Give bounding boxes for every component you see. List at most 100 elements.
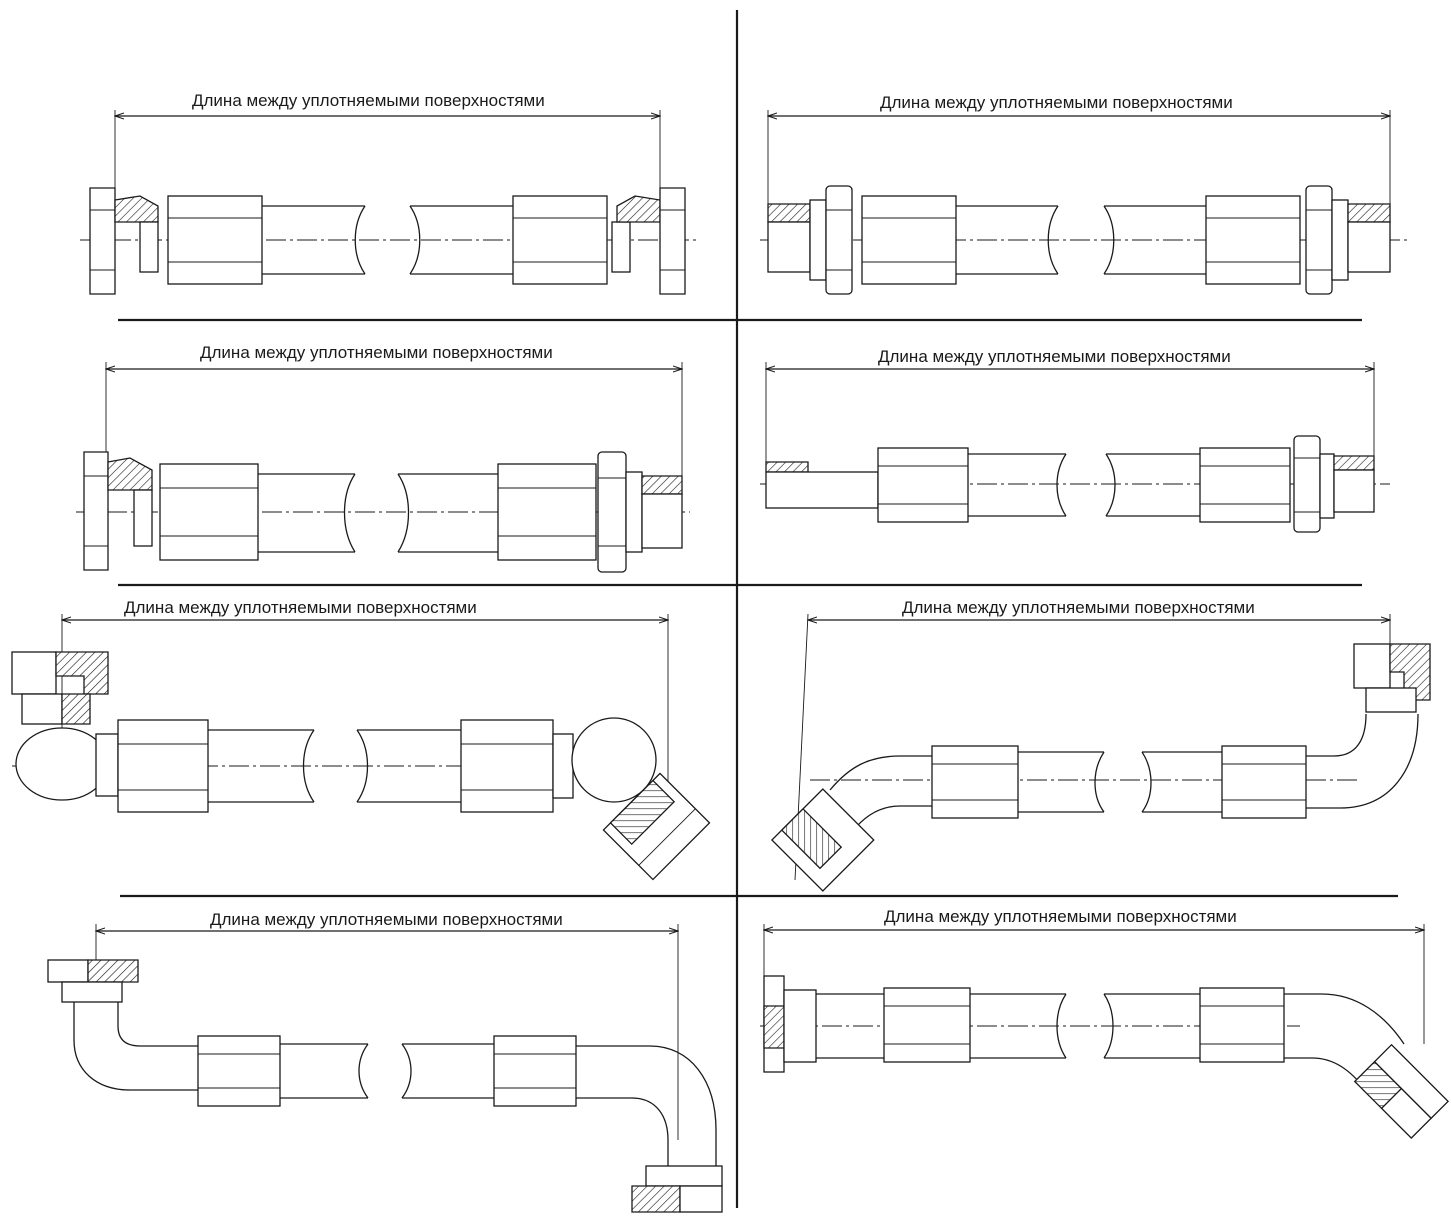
flange-section-left-8 — [763, 1005, 785, 1049]
ferrule-right-8 — [1199, 987, 1285, 1063]
male-thread-section-right-3 — [641, 475, 683, 495]
nipple-hex-right — [611, 221, 631, 273]
flange-left-7 — [47, 959, 89, 983]
flange-neck-left-7 — [61, 981, 123, 1003]
ferrule-right-4 — [1199, 447, 1291, 523]
banjo-nut-section-5 — [55, 651, 109, 695]
hex-nut-right-3 — [597, 451, 627, 573]
swivel-90-nut-6 — [1353, 643, 1391, 689]
ferrule-right — [512, 195, 608, 285]
hose-break-right-1 — [409, 205, 421, 275]
swivel-nut-left — [89, 187, 116, 295]
hose-left-2 — [956, 205, 1058, 275]
nipple-hex-left-3 — [133, 489, 153, 547]
hose-left-5 — [208, 729, 314, 803]
hose-right-5 — [357, 729, 461, 803]
collar-left — [809, 199, 827, 281]
collar-right-3 — [625, 471, 643, 553]
tube-left-8 — [816, 993, 884, 1059]
banjo-eye-5 — [15, 727, 109, 801]
dimension-label-3: Длина между уплотняемыми поверхностями — [200, 343, 553, 362]
hose-break-left-1 — [354, 205, 366, 275]
hose-right-6 — [1142, 751, 1222, 813]
hose-right-1 — [410, 205, 513, 275]
ferrule-right-5 — [460, 719, 554, 813]
dimension-label-8: Длина между уплотняемыми поверхностями — [884, 907, 1237, 926]
hose-right-7 — [402, 1043, 494, 1099]
dimension-label-5: Длина между уплотняемыми поверхностями — [124, 598, 477, 617]
hose-right-2 — [1104, 205, 1206, 275]
ferrule-left-3 — [159, 463, 259, 561]
hose-right-3 — [398, 473, 498, 553]
hose-right-8 — [1104, 993, 1200, 1059]
ferrule-right-6 — [1221, 745, 1307, 819]
flange-neck-left-8 — [783, 989, 817, 1063]
panel-5-banjo-and-45-swivel: Длина между уплотняемыми поверхностями — [11, 598, 711, 881]
panel-1-straight-swivel-both-ends: Длина между уплотняемыми поверхностями — [80, 91, 700, 295]
hex-nut-right — [1305, 185, 1333, 295]
ferrule-left-4 — [877, 447, 969, 523]
dimension-label-7: Длина между уплотняемыми поверхностями — [210, 910, 563, 929]
dimension-label-1: Длина между уплотняемыми поверхностями — [192, 91, 545, 110]
bent-tube-left-7 — [73, 1002, 198, 1091]
panel-2-straight-male-both-ends: Длина между уплотняемыми поверхностями — [760, 93, 1410, 295]
ferrule-left-6 — [931, 745, 1019, 819]
flange-section-right-7 — [631, 1185, 681, 1213]
flange-neck-right-7 — [645, 1165, 723, 1187]
panel-7-90-flange-both-ends: Длина между уплотняемыми поверхностями — [47, 910, 723, 1213]
dimension-label-2: Длина между уплотняемыми поверхностями — [880, 93, 1233, 112]
ferrule-right-2 — [1205, 195, 1301, 285]
dimension-label-4: Длина между уплотняемыми поверхностями — [878, 347, 1231, 366]
tube-end-left-4 — [765, 471, 879, 509]
male-thread-right-3 — [641, 493, 683, 549]
swivel-90-collar-6 — [1365, 687, 1417, 713]
nipple-section-left-3 — [107, 457, 153, 491]
male-thread-section-right — [1347, 203, 1391, 223]
ferrule-left-7 — [197, 1035, 281, 1107]
nipple-hex-left — [139, 221, 159, 273]
ferrule-right-7 — [493, 1035, 577, 1107]
hose-left-7 — [280, 1043, 368, 1099]
ferrule-right-3 — [497, 463, 597, 561]
ferrule-left-8 — [883, 987, 971, 1063]
male-thread-left — [767, 221, 811, 273]
swivel-45-section-5 — [609, 779, 676, 846]
neck-right-5 — [552, 733, 574, 799]
hose-right-4 — [1106, 453, 1200, 517]
collar-right — [1331, 199, 1349, 281]
ferrule-left — [167, 195, 263, 285]
swivel-45-section-left-6 — [780, 807, 843, 870]
bent-tube-right-7 — [576, 1045, 717, 1166]
ferrule-left-5 — [117, 719, 209, 813]
flange-45-right-8 — [1380, 1087, 1433, 1140]
panel-3-swivel-and-male: Длина между уплотняемыми поверхностями — [76, 343, 690, 573]
collar-right-4 — [1319, 453, 1335, 519]
male-thread-right-4 — [1333, 469, 1375, 513]
male-thread-section-left — [767, 203, 811, 223]
nipple-section-left — [114, 195, 159, 223]
dimension-label-6: Длина между уплотняемыми поверхностями — [902, 598, 1255, 617]
nipple-section-right — [616, 195, 661, 223]
tube-section-left-4 — [765, 461, 809, 473]
swivel-nut-right — [659, 187, 686, 295]
panel-8-flange-and-45: Длина между уплотняемыми поверхностями — [760, 907, 1450, 1140]
male-thread-section-right-4 — [1333, 455, 1375, 471]
panel-4-tube-and-male: Длина между уплотняемыми поверхностями — [760, 347, 1390, 533]
panel-separators — [118, 10, 1398, 1208]
hose-left-1 — [262, 205, 365, 275]
banjo-nut-left-5 — [11, 651, 57, 695]
hose-left-6 — [1018, 751, 1104, 813]
hose-left-4 — [968, 453, 1066, 517]
hex-nut-left — [825, 185, 853, 295]
male-thread-right — [1347, 221, 1391, 273]
banjo-neck-5 — [95, 733, 119, 797]
ferrule-left-2 — [861, 195, 957, 285]
flange-right-7 — [679, 1185, 723, 1213]
hose-left-3 — [258, 473, 355, 553]
ball-fitting-5 — [571, 717, 657, 803]
banjo-washer-5 — [21, 693, 63, 725]
panel-6-45-and-90-swivel: Длина между уплотняемыми поверхностями — [770, 598, 1431, 892]
bent-tube-right-6 — [1306, 713, 1419, 809]
swivel-nut-left-3 — [83, 451, 109, 571]
